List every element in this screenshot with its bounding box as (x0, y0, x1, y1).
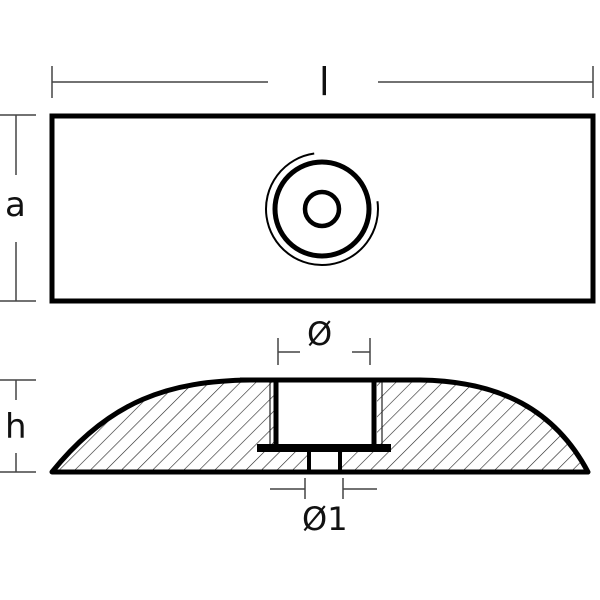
height-label: h (5, 407, 27, 447)
width-label: a (5, 185, 26, 225)
bore-diameter-label: Ø (307, 315, 333, 353)
length-dimension (51, 66, 594, 98)
bore-diameter-dimension (277, 338, 371, 365)
height-dimension (0, 379, 36, 473)
width-dimension (0, 114, 36, 302)
bolt-hole-top-view (265, 152, 379, 266)
hole-diameter-dimension (270, 478, 377, 499)
top-view-outline (49, 113, 596, 304)
length-label: l (319, 60, 330, 104)
side-section-view (49, 377, 591, 475)
hole-diameter-label: Ø1 (302, 500, 348, 538)
